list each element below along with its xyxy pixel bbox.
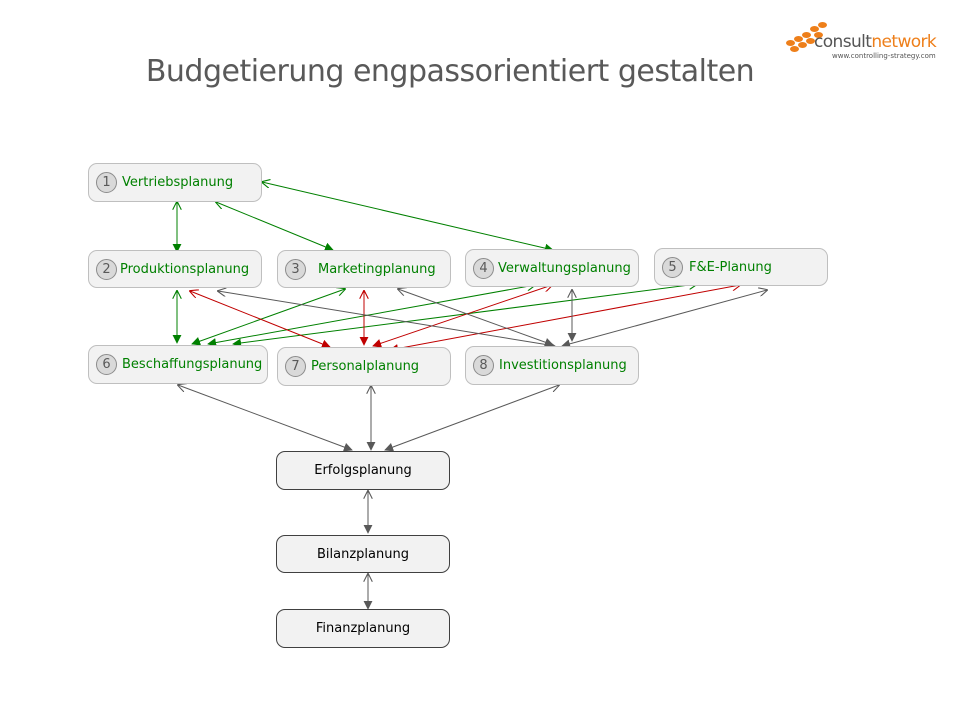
box-label: Personalplanung [311, 359, 420, 374]
arrow-5-7 [390, 285, 740, 350]
box-label: F&E-Planung [689, 259, 772, 275]
arrow-5-8 [562, 290, 767, 346]
box-personalplanung: 7 Personalplanung [277, 347, 451, 386]
box-marketingplanung: 3 Marketingplanung [277, 250, 451, 288]
step-number: 8 [473, 355, 494, 376]
box-label: Produktionsplanung [120, 261, 250, 277]
arrow-1-4 [262, 182, 553, 250]
box-fe-planung: 5 F&E-Planung [654, 248, 828, 286]
box-label: Verwaltungsplanung [498, 260, 631, 276]
box-label: Erfolgsplanung [314, 463, 412, 478]
logo-brand: consultnetwork [814, 32, 937, 52]
arrow-5-6 [233, 284, 697, 344]
step-number: 4 [473, 257, 494, 279]
arrow-3-6 [192, 289, 345, 344]
logo-url: www.controlling-strategy.com [832, 52, 936, 60]
step-number: 6 [96, 354, 117, 375]
step-number: 3 [285, 258, 306, 280]
consultnetwork-logo: consultnetwork www.controlling-strategy.… [784, 20, 944, 64]
step-number: 1 [96, 172, 117, 193]
box-label: Marketingplanung [318, 261, 436, 277]
box-label: Beschaffungsplanung [122, 357, 263, 372]
arrow-2-7 [190, 291, 330, 347]
box-bilanzplanung: Bilanzplanung [276, 535, 450, 573]
box-erfolgsplanung: Erfolgsplanung [276, 451, 450, 490]
box-beschaffungsplanung: 6 Beschaffungsplanung [88, 345, 268, 384]
step-number: 2 [96, 258, 117, 280]
step-number: 7 [285, 356, 306, 377]
box-label: Investitionsplanung [499, 358, 627, 373]
arrow-2-8 [218, 291, 555, 346]
step-number: 5 [662, 256, 683, 278]
page-title: Budgetierung engpassorientiert gestalten [145, 54, 755, 89]
arrow-8-erfolg [385, 385, 559, 450]
box-investitionsplanung: 8 Investitionsplanung [465, 346, 639, 385]
box-finanzplanung: Finanzplanung [276, 609, 450, 648]
box-vertriebsplanung: 1 Vertriebsplanung [88, 163, 262, 202]
box-label: Vertriebsplanung [122, 175, 234, 190]
arrow-6-erfolg [178, 385, 352, 450]
box-label: Bilanzplanung [317, 546, 409, 562]
arrow-1-3 [216, 202, 333, 250]
box-label: Finanzplanung [315, 621, 411, 636]
arrow-3-8 [398, 289, 553, 345]
